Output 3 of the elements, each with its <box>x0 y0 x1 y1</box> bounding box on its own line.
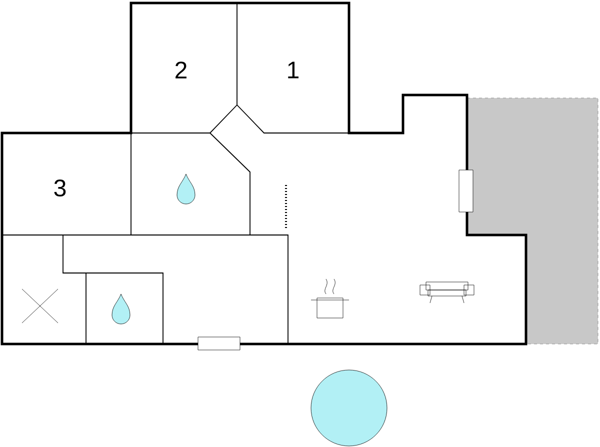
room-number: 2 <box>176 62 186 78</box>
room-number: 3 <box>54 180 66 196</box>
room-number: 1 <box>288 62 298 78</box>
